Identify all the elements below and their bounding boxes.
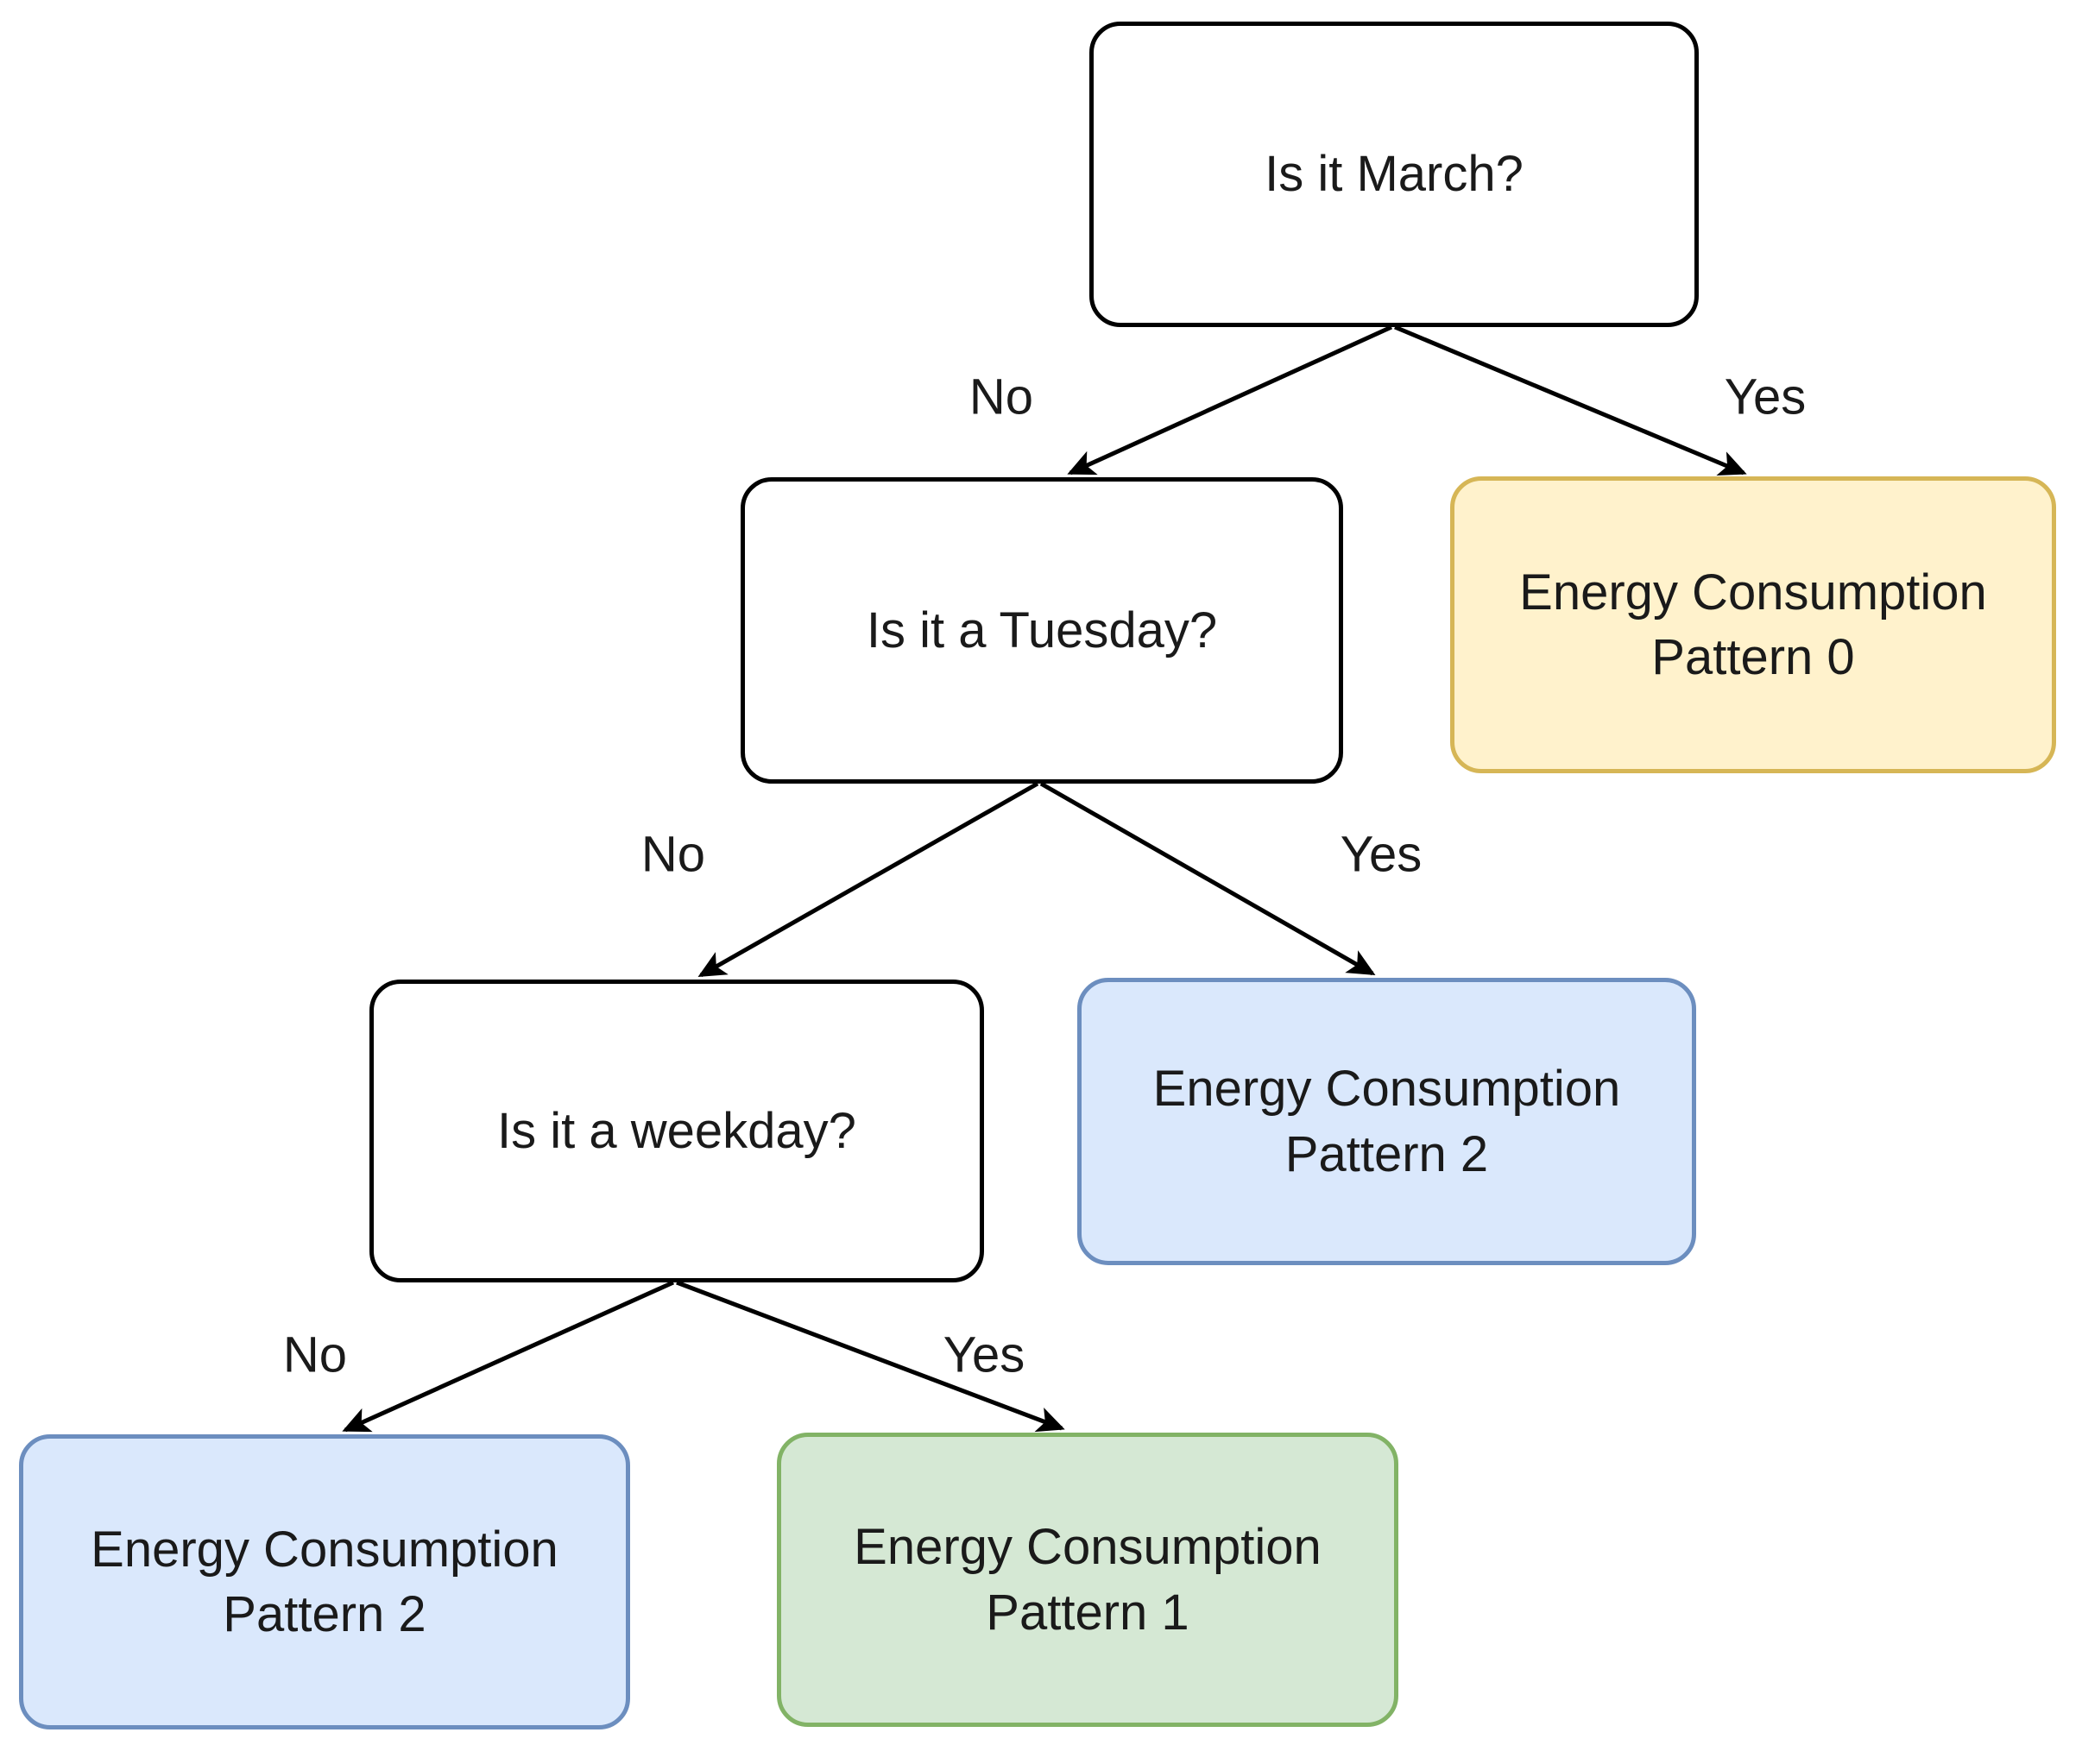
- node-label: Is it March?: [1265, 146, 1524, 203]
- decision-node-n1[interactable]: Is it a Tuesday?: [741, 477, 1343, 784]
- edge-e0: [1067, 324, 1393, 476]
- edge-label-e1: Yes: [1724, 369, 1807, 425]
- decision-node-n0[interactable]: Is it March?: [1089, 22, 1699, 327]
- terminal-node-n5[interactable]: Energy Consumption Pattern 2: [19, 1434, 630, 1729]
- terminal-node-n4[interactable]: Energy Consumption Pattern 2: [1077, 978, 1696, 1265]
- node-label: Energy Consumption Pattern 0: [1519, 564, 1987, 685]
- terminal-node-n2[interactable]: Energy Consumption Pattern 0: [1450, 476, 2056, 773]
- node-label: Energy Consumption Pattern 2: [91, 1521, 558, 1642]
- edge-e3: [1039, 781, 1376, 976]
- node-label: Energy Consumption Pattern 1: [854, 1519, 1322, 1641]
- edge-e1: [1394, 324, 1747, 476]
- edge-label-e3: Yes: [1340, 826, 1423, 883]
- node-label: Is it a Tuesday?: [866, 602, 1218, 658]
- node-label: Is it a weekday?: [497, 1102, 856, 1159]
- decision-node-n3[interactable]: Is it a weekday?: [369, 980, 984, 1282]
- edge-e4: [342, 1280, 675, 1433]
- edge-label-e0: No: [968, 369, 1034, 425]
- edge-label-e2: No: [640, 826, 706, 883]
- terminal-node-n6[interactable]: Energy Consumption Pattern 1: [777, 1433, 1398, 1727]
- edge-label-e5: Yes: [943, 1326, 1025, 1383]
- node-label: Energy Consumption Pattern 2: [1152, 1061, 1621, 1182]
- edge-e2: [697, 781, 1039, 978]
- edge-label-e4: No: [282, 1326, 348, 1383]
